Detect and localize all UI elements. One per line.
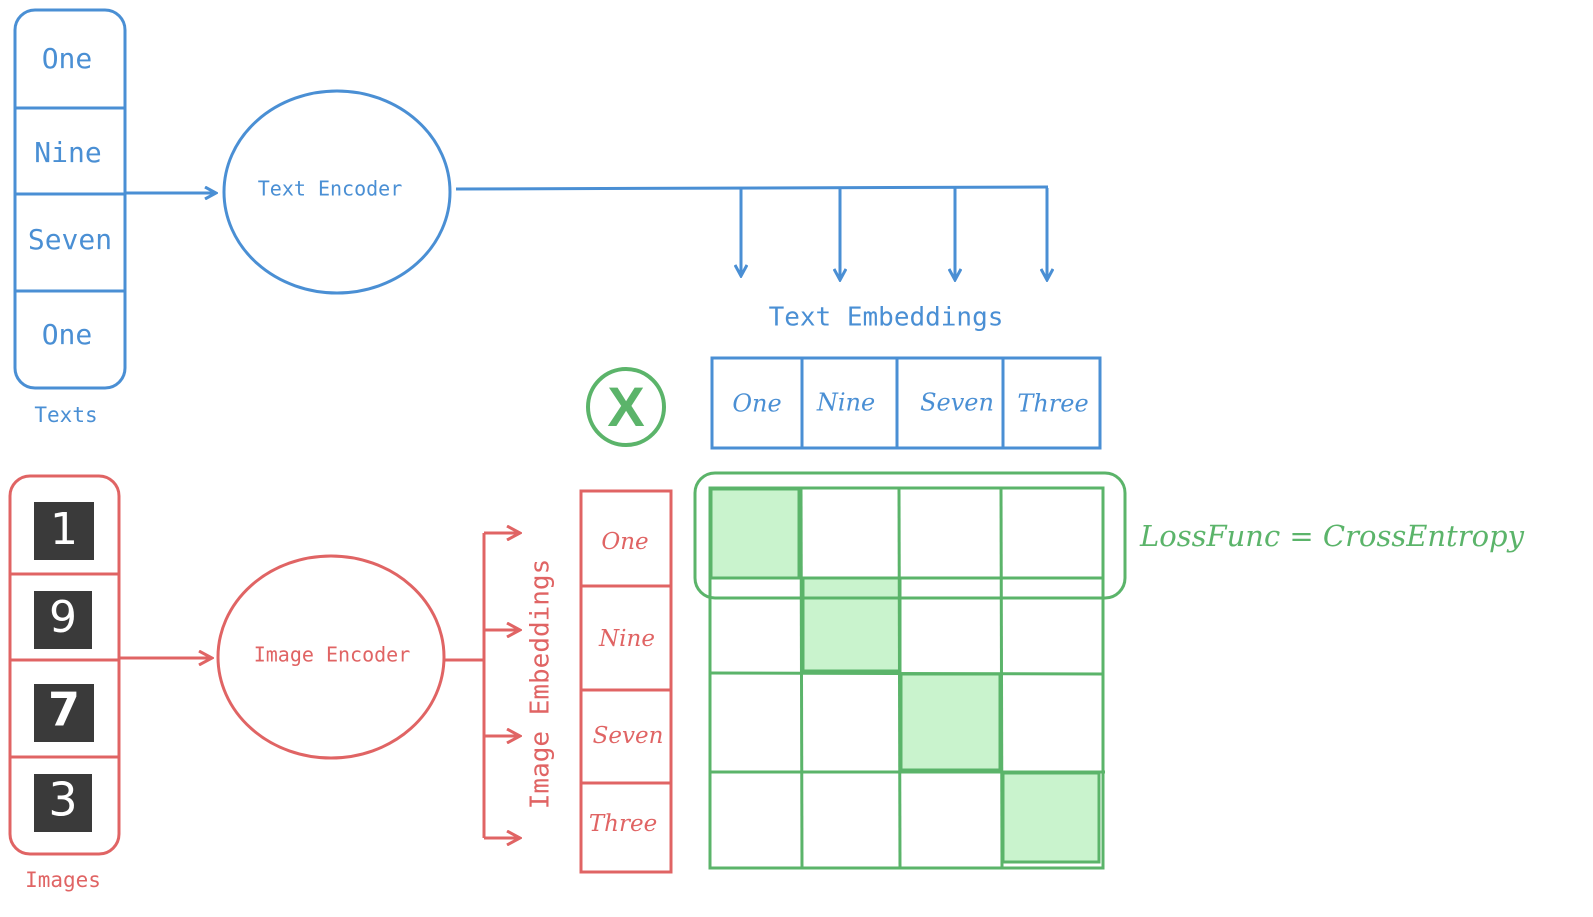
matrix-diagonal-cell-4 [1001,771,1101,864]
similarity-matrix [708,486,1105,870]
text-embedding-4: Three [1017,390,1088,418]
text-encoder [222,89,452,295]
text-item-1: One [42,42,93,75]
image-encoder-label: Image Encoder [254,643,411,667]
digit-image-1: 1 [34,502,94,560]
text-embedding-3: Seven [920,389,994,417]
image-embedding-4: Three [589,811,657,837]
matrix-diagonal-cell-2 [801,576,902,673]
svg-text:9: 9 [49,592,77,643]
multiply-symbol: X [607,375,644,438]
text-item-3: Seven [28,223,112,256]
text-encoder-label: Text Encoder [258,177,403,201]
text-embedding-2: Nine [816,389,875,417]
image-embedding-3: Seven [593,723,664,749]
multiply-icon: X [586,367,666,447]
text-embeddings-row: One Nine Seven Three [710,356,1102,450]
matrix-diagonal-cell-1 [709,487,801,580]
image-embedding-1: One [601,529,648,555]
loss-row-highlight [693,471,1127,600]
svg-text:3: 3 [48,773,77,827]
text-embedding-1: One [732,390,781,418]
text-item-2: Nine [34,136,101,169]
svg-text:1: 1 [50,504,78,555]
images-caption: Images [25,868,101,892]
image-embedding-2: Nine [598,626,655,652]
image-embeddings-title: Image Embeddings [526,559,556,809]
text-item-4: One [42,318,93,351]
matrix-diagonal-cell-3 [899,672,1002,772]
digit-image-4: 3 [34,773,92,832]
images-column: 1 9 7 3 [8,474,121,856]
image-embeddings-column: One Nine Seven Three [579,489,673,874]
svg-text:7: 7 [48,683,80,737]
texts-caption: Texts [34,403,97,427]
text-encoder-output-line [455,185,1049,191]
texts-column: One Nine Seven One [13,8,127,390]
image-encoder-fork [444,533,520,838]
text-embeddings-title: Text Embeddings [769,303,1004,333]
digit-image-3: 7 [34,683,94,742]
loss-label: LossFunc = CrossEntropy [1139,519,1525,553]
image-encoder [216,554,446,760]
digit-image-2: 9 [34,591,92,649]
